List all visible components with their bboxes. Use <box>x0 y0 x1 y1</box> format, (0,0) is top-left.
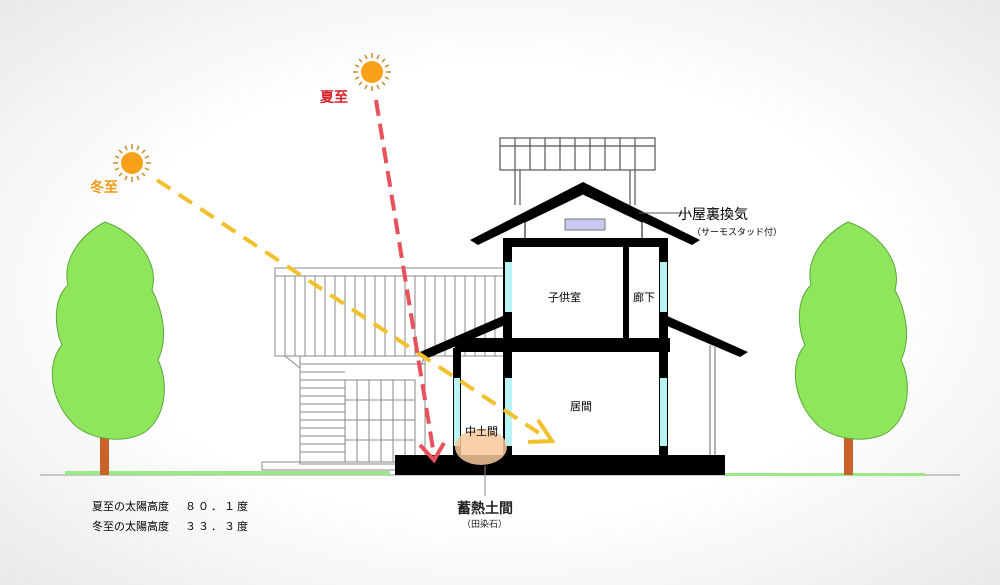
main-house-section <box>395 182 748 496</box>
attic-vent-note: （サーモスタッド付） <box>692 227 782 238</box>
winter-label: 冬至 <box>90 179 118 196</box>
living-label: 居間 <box>570 400 592 413</box>
winter-sun-icon <box>113 144 151 182</box>
kids-room-label: 子供室 <box>548 290 581 304</box>
attic-vent <box>564 218 606 231</box>
hallway-label: 廊下 <box>633 290 655 304</box>
tree-right <box>794 221 908 475</box>
roof-cupola <box>499 137 656 205</box>
summer-label: 夏至 <box>320 89 348 106</box>
tree-left <box>51 221 165 475</box>
grass-left <box>65 471 390 475</box>
summer-sun-icon <box>353 53 391 91</box>
winter-sun-ray <box>155 178 556 444</box>
winter-altitude-label: 冬至の太陽高度 <box>92 519 169 533</box>
thermal-floor-label: 蓄熱土間 <box>457 500 513 517</box>
summer-altitude-label: 夏至の太陽高度 <box>92 499 169 513</box>
thermal-floor-note: （田染石） <box>462 518 507 530</box>
summer-sun-ray <box>374 99 446 464</box>
winter-altitude-value: ３３．３度 <box>185 519 250 533</box>
attic-vent-label: 小屋裏換気 <box>678 206 748 223</box>
summer-altitude-value: ８０．１度 <box>185 499 250 513</box>
inner-doma-label: 中土間 <box>465 425 498 438</box>
grass-right <box>725 473 925 476</box>
thermal-mass-glow <box>455 429 507 465</box>
